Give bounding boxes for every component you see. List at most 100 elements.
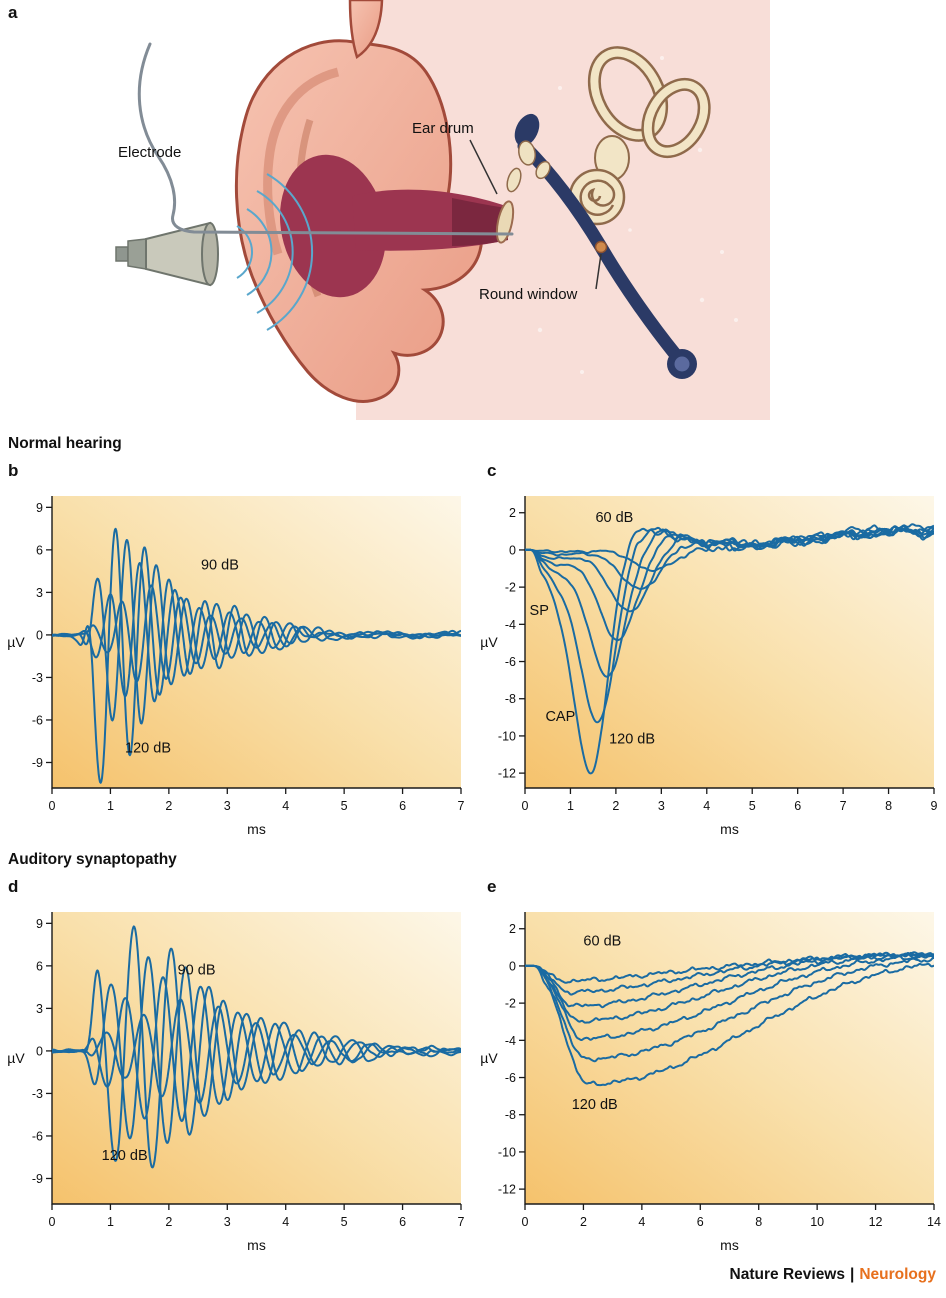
svg-text:-6: -6 <box>32 713 43 727</box>
svg-text:2: 2 <box>612 799 619 813</box>
trace-120db <box>52 925 461 1169</box>
traces <box>52 527 461 784</box>
annotation: CAP <box>545 709 575 725</box>
panel-letter-c: c <box>487 461 497 480</box>
y-axis-label: µV <box>480 1050 498 1066</box>
round-window-label: Round window <box>479 286 578 303</box>
panel-letter-e: e <box>487 877 497 896</box>
svg-text:9: 9 <box>36 917 43 931</box>
trace-110db <box>525 957 934 1063</box>
sound-wave-arcs <box>236 173 314 331</box>
svg-text:3: 3 <box>36 586 43 600</box>
svg-text:2: 2 <box>165 1215 172 1229</box>
svg-text:6: 6 <box>36 959 43 973</box>
svg-text:-6: -6 <box>505 655 516 669</box>
svg-text:3: 3 <box>36 1002 43 1016</box>
svg-text:8: 8 <box>885 799 892 813</box>
trace-60db <box>525 951 934 984</box>
trace-110db <box>52 956 461 1144</box>
svg-text:-10: -10 <box>498 1145 516 1159</box>
annotation: 120 dB <box>609 731 655 747</box>
section-title-normal-hearing: Normal hearing <box>8 435 122 452</box>
ear-anatomy-illustration: Electrode Ear drum Round window <box>115 0 770 420</box>
annotation: 90 dB <box>201 558 239 574</box>
svg-text:4: 4 <box>282 1215 289 1229</box>
svg-text:6: 6 <box>697 1215 704 1229</box>
svg-text:3: 3 <box>224 799 231 813</box>
traces <box>52 925 461 1169</box>
svg-text:5: 5 <box>341 799 348 813</box>
svg-text:2: 2 <box>580 1215 587 1229</box>
svg-text:3: 3 <box>658 799 665 813</box>
trace-120db <box>52 527 461 784</box>
footer-journal: Neurology <box>859 1266 936 1283</box>
svg-text:-9: -9 <box>32 1172 43 1186</box>
trace-90db <box>52 998 461 1104</box>
svg-text:-2: -2 <box>505 581 516 595</box>
svg-text:-9: -9 <box>32 756 43 770</box>
ear-drum-pointer-line <box>469 139 498 195</box>
svg-text:1: 1 <box>567 799 574 813</box>
y-axis-label: µV <box>7 1050 25 1066</box>
svg-text:2: 2 <box>509 506 516 520</box>
svg-text:5: 5 <box>749 799 756 813</box>
svg-text:4: 4 <box>638 1215 645 1229</box>
svg-text:8: 8 <box>755 1215 762 1229</box>
cochlea-spiral <box>579 179 616 216</box>
speaker-icon <box>115 221 219 287</box>
x-axis-label: ms <box>720 821 739 837</box>
svg-text:6: 6 <box>794 799 801 813</box>
sparkle-dots <box>537 56 738 374</box>
annotation: 120 dB <box>572 1097 618 1113</box>
svg-text:0: 0 <box>522 799 529 813</box>
svg-text:-6: -6 <box>505 1071 516 1085</box>
trace-70db <box>525 528 934 590</box>
ear-drum-label: Ear drum <box>412 120 474 137</box>
x-axis-label: ms <box>247 821 266 837</box>
svg-text:0: 0 <box>509 959 516 973</box>
svg-text:-8: -8 <box>505 1108 516 1122</box>
svg-text:2: 2 <box>509 922 516 936</box>
trace-100db <box>52 976 461 1123</box>
svg-text:0: 0 <box>522 1215 529 1229</box>
svg-text:-8: -8 <box>505 692 516 706</box>
svg-text:-6: -6 <box>32 1129 43 1143</box>
annotation: 120 dB <box>102 1148 148 1164</box>
svg-text:7: 7 <box>840 799 847 813</box>
panel-letter-b: b <box>8 461 19 480</box>
annotation: 90 dB <box>178 962 216 978</box>
traces <box>525 523 934 775</box>
svg-text:0: 0 <box>36 1044 43 1058</box>
ossicles <box>506 140 551 193</box>
svg-text:7: 7 <box>458 1215 465 1229</box>
svg-text:-4: -4 <box>505 1034 516 1048</box>
electrode-label: Electrode <box>118 144 181 161</box>
annotation: SP <box>530 603 549 619</box>
canal-top-outline <box>348 0 384 59</box>
electrode-wire <box>137 42 514 236</box>
svg-text:6: 6 <box>36 543 43 557</box>
annotation: 60 dB <box>595 510 633 526</box>
svg-text:5: 5 <box>341 1215 348 1229</box>
illustration-labels: Electrode Ear drum Round window <box>118 120 602 303</box>
y-axis-label: µV <box>480 634 498 650</box>
svg-text:0: 0 <box>49 1215 56 1229</box>
electrode-ball-tip <box>674 356 690 372</box>
svg-text:-4: -4 <box>505 618 516 632</box>
svg-text:1: 1 <box>107 799 114 813</box>
x-axis-label: ms <box>247 1237 266 1253</box>
svg-text:0: 0 <box>49 799 56 813</box>
annotation: 120 dB <box>125 741 171 757</box>
svg-text:10: 10 <box>810 1215 824 1229</box>
trace-110db <box>52 539 461 725</box>
trace-70db <box>525 951 934 996</box>
svg-text:0: 0 <box>509 543 516 557</box>
concha <box>279 154 387 298</box>
svg-text:6: 6 <box>399 1215 406 1229</box>
svg-text:6: 6 <box>399 799 406 813</box>
svg-text:1: 1 <box>107 1215 114 1229</box>
